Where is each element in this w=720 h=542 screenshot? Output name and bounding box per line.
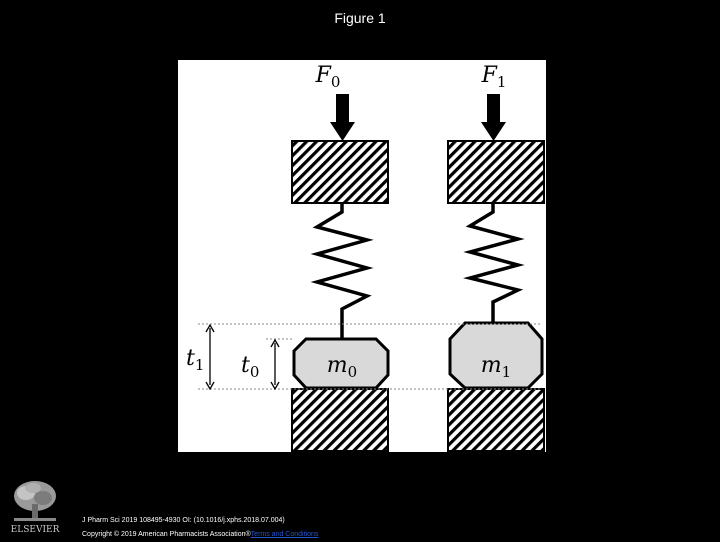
left-system: F0 m0 <box>291 63 390 452</box>
copyright-line: Copyright © 2019 American Pharmacists As… <box>82 528 318 542</box>
t1-dimension-arrow <box>205 323 215 391</box>
slide-title: Figure 1 <box>334 10 386 26</box>
elsevier-logo: ELSEVIER <box>6 478 64 536</box>
mass-label-m1: m1 <box>481 353 511 381</box>
mass-label-m0: m0 <box>327 353 357 381</box>
citation-text: J Pharm Sci 2019 108495-4930 OI: (10.101… <box>82 517 285 524</box>
tree-icon <box>14 481 56 521</box>
bottom-block-left <box>291 388 389 452</box>
right-system: F1 m1 <box>447 63 545 452</box>
bottom-block-right <box>447 388 545 452</box>
logo-wordmark: ELSEVIER <box>11 525 60 535</box>
force-arrow-f1 <box>481 94 506 141</box>
force-label-f1: F1 <box>481 63 507 91</box>
spring-left <box>310 203 374 339</box>
t0-label: t0 <box>241 353 259 381</box>
copyright-text: Copyright © 2019 American Pharmacists As… <box>82 531 251 538</box>
force-label-f0: F0 <box>315 63 341 91</box>
top-block-right <box>447 140 545 204</box>
footer: J Pharm Sci 2019 108495-4930 OI: (10.101… <box>82 514 318 542</box>
figure-panel: F0 m0 F1 m1 <box>178 60 546 452</box>
t0-dimension-arrow <box>270 338 280 391</box>
force-arrow-f0 <box>330 94 355 141</box>
thickness-dimensions: t1 t0 <box>186 323 542 391</box>
spring-right <box>463 203 525 323</box>
terms-link[interactable]: Terms and Conditions <box>250 531 319 538</box>
t1-label: t1 <box>186 346 204 374</box>
top-block-left <box>291 140 389 204</box>
